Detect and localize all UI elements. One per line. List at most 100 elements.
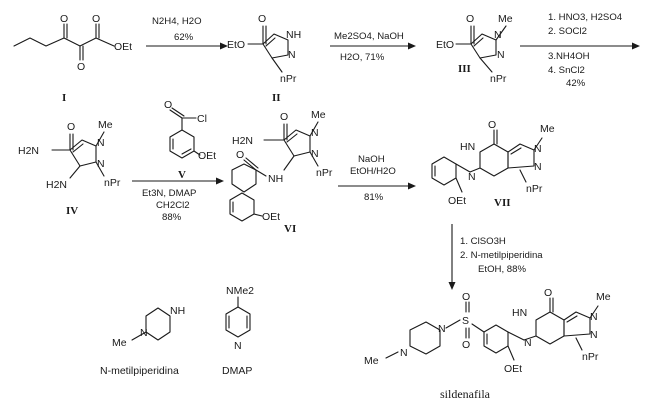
VI-atom-N1: N xyxy=(311,127,319,139)
VII-atom-HN: HN xyxy=(460,141,475,153)
IV-atom-H2N: H2N xyxy=(46,179,67,191)
step3-line3: 3.NH4OH xyxy=(548,51,590,62)
compound-VI-label: VI xyxy=(284,223,296,235)
reagent-dmap: NMe2 N DMAP xyxy=(222,285,254,377)
III-atom-N2: N xyxy=(494,29,502,41)
step1-reagents: N2H4, H2O xyxy=(152,16,202,27)
VI-atom-H2N: H2N xyxy=(232,135,253,147)
reagent-n-methylpiperazine: NH N Me N-metilpiperidina xyxy=(100,305,185,377)
II-atom-N: N xyxy=(288,49,296,61)
III-atom-N1: N xyxy=(497,49,505,61)
sil-atom-O2: O xyxy=(462,339,470,351)
pip-atom-NH: NH xyxy=(170,305,185,317)
III-atom-nPr: nPr xyxy=(490,73,507,85)
VII-atom-N3: N xyxy=(534,161,542,173)
compound-IV-label: IV xyxy=(66,205,78,217)
VII-atom-Me: Me xyxy=(540,123,555,135)
step3-line1: 1. HNO3, H2SO4 xyxy=(548,12,623,23)
dmap-atom-N: N xyxy=(234,340,242,352)
II-atom-O: O xyxy=(258,13,266,25)
compound-V-label: V xyxy=(178,169,186,181)
piperidine-caption: N-metilpiperidina xyxy=(100,365,179,377)
sil-atom-N1: N xyxy=(524,337,532,349)
arrow-step6: 1. ClSO3H 2. N-metilpiperidina EtOH, 88% xyxy=(448,224,543,290)
step1-yield: 62% xyxy=(174,32,194,43)
step3-line2: 2. SOCl2 xyxy=(548,26,587,37)
sil-atom-nPr: nPr xyxy=(582,351,599,363)
VI-atom-O2: O xyxy=(236,149,244,161)
sil-atom-Me-pip: Me xyxy=(364,355,379,367)
I-atom-O1: O xyxy=(60,13,68,25)
pip-atom-N: N xyxy=(140,327,148,339)
compound-III-label: III xyxy=(458,63,471,75)
sil-atom-Me: Me xyxy=(596,291,611,303)
VI-atom-O: O xyxy=(280,111,288,123)
compound-II-label: II xyxy=(272,92,281,104)
II-atom-EtO: EtO xyxy=(227,39,245,51)
IV-atom-Me: Me xyxy=(98,119,113,131)
compound-VII: O HN N N N Me nPr OEt VII xyxy=(431,119,555,209)
compound-V: O Cl OEt V xyxy=(164,99,216,181)
sildenafil-caption: sildenafila xyxy=(440,387,491,401)
IV-atom-O: O xyxy=(67,121,75,133)
V-atom-O: O xyxy=(164,99,172,111)
III-atom-O: O xyxy=(466,13,474,25)
compound-I: O O OEt O I xyxy=(13,13,132,104)
I-atom-O3: O xyxy=(92,13,100,25)
arrow-step2: Me2SO4, NaOH H2O, 71% xyxy=(330,31,416,63)
III-atom-Me: Me xyxy=(498,13,513,25)
sil-atom-O1: O xyxy=(462,291,470,303)
arrow-step1: N2H4, H2O 62% xyxy=(146,16,228,50)
pip-atom-Me: Me xyxy=(112,337,127,349)
IV-atom-nPr: nPr xyxy=(104,177,121,189)
compound-II: EtO O N NH nPr II xyxy=(227,13,301,104)
sil-atom-O-carbonyl: O xyxy=(544,287,552,299)
IV-atom-H2N-amide: H2N xyxy=(18,145,39,157)
arrow-step4: Et3N, DMAP CH2Cl2 88% xyxy=(132,177,224,223)
III-atom-EtO: EtO xyxy=(436,39,454,51)
step5-solvent: EtOH/H2O xyxy=(350,166,396,177)
compound-I-label: I xyxy=(62,92,66,104)
step6-line3: EtOH, 88% xyxy=(478,264,526,275)
sil-atom-HN: HN xyxy=(512,307,527,319)
VI-atom-nPr: nPr xyxy=(316,167,333,179)
step5-yield: 81% xyxy=(364,192,384,203)
step4-reagents: Et3N, DMAP xyxy=(142,188,196,199)
compound-VII-label: VII xyxy=(494,197,511,209)
IV-atom-N1: N xyxy=(97,137,105,149)
compound-sildenafil: O O O S N N Me HN N N N Me nPr OEt silde… xyxy=(364,287,611,401)
VI-atom-Me: Me xyxy=(311,109,326,121)
VI-atom-NH: NH xyxy=(268,173,283,185)
sil-atom-S: S xyxy=(462,315,469,327)
VII-atom-N2: N xyxy=(534,143,542,155)
I-atom-OEt: OEt xyxy=(114,41,132,53)
step4-yield: 88% xyxy=(162,212,182,223)
VI-atom-N2: N xyxy=(311,148,319,160)
V-atom-OEt: OEt xyxy=(198,150,216,162)
compound-III: EtO O N N Me nPr III xyxy=(436,13,513,85)
VII-atom-O: O xyxy=(488,119,496,131)
sil-atom-OEt: OEt xyxy=(504,363,522,375)
arrow-step3: 1. HNO3, H2SO4 2. SOCl2 3.NH4OH 4. SnCl2… xyxy=(520,12,640,89)
sil-atom-N3: N xyxy=(590,329,598,341)
dmap-caption: DMAP xyxy=(222,365,252,377)
step4-solvent: CH2Cl2 xyxy=(156,200,190,211)
sil-atom-N-pip2: N xyxy=(400,347,408,359)
step2-yield: H2O, 71% xyxy=(340,52,385,63)
sil-atom-N-pip1: N xyxy=(438,323,446,335)
II-atom-nPr: nPr xyxy=(280,73,297,85)
dmap-atom-NMe2: NMe2 xyxy=(226,285,254,297)
sil-atom-N2: N xyxy=(590,311,598,323)
VII-atom-nPr: nPr xyxy=(526,183,543,195)
II-atom-NH: NH xyxy=(286,29,301,41)
compound-VI: H2N O N N Me nPr O NH OEt VI xyxy=(229,109,333,235)
step3-line4: 4. SnCl2 xyxy=(548,65,585,76)
VII-atom-N1: N xyxy=(468,171,476,183)
IV-atom-N2: N xyxy=(97,158,105,170)
V-atom-Cl: Cl xyxy=(197,113,207,125)
arrow-step5: NaOH EtOH/H2O 81% xyxy=(338,154,416,203)
compound-IV: H2N O N N Me H2N nPr IV xyxy=(18,119,121,217)
VII-atom-OEt: OEt xyxy=(448,195,466,207)
